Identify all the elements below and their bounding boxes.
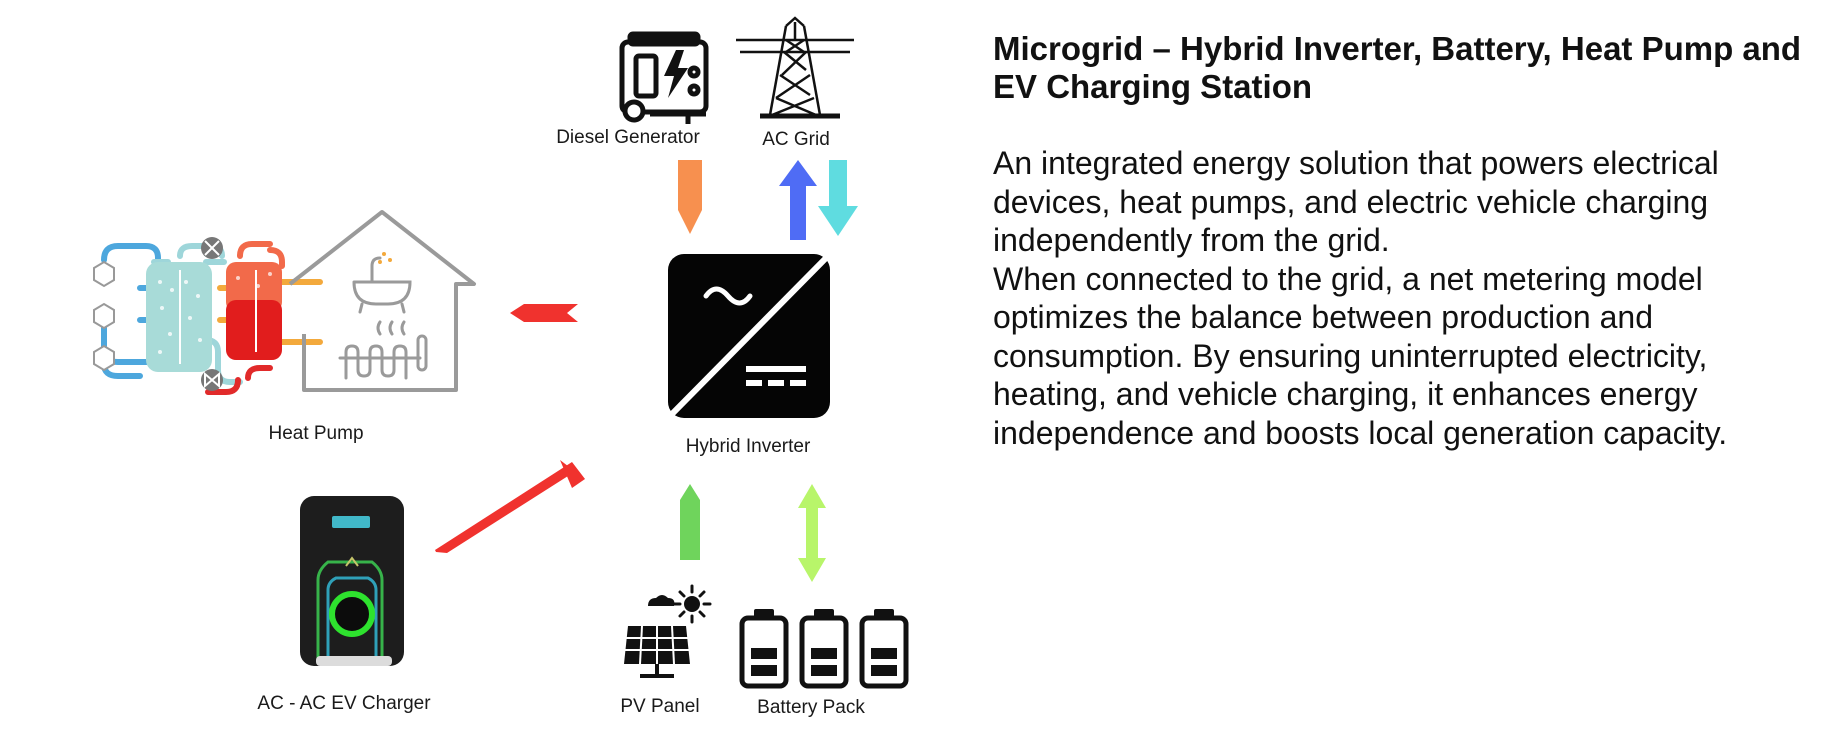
battery-pack-label: Battery Pack [757, 697, 865, 718]
battery-inverter-bidirectional-arrow [798, 484, 826, 582]
ev-charger-label: AC - AC EV Charger [257, 693, 431, 714]
hybrid-inverter-label: Hybrid Inverter [685, 436, 811, 457]
pv-to-inverter-arrow [680, 484, 700, 560]
hybrid-inverter-icon [668, 254, 830, 418]
diesel-generator-icon [619, 31, 709, 124]
inverter-to-ev-charger-arrow [435, 462, 585, 553]
pv-panel-icon [624, 584, 712, 678]
ev-charger-icon [300, 496, 404, 666]
diesel-generator-label: Diesel Generator [556, 127, 700, 148]
grid-to-inverter-arrow [818, 160, 858, 236]
pv-panel-label: PV Panel [620, 696, 700, 717]
page-title: Microgrid – Hybrid Inverter, Battery, He… [993, 30, 1802, 105]
description-paragraph-1: An integrated energy solution that power… [993, 145, 1719, 258]
ac-grid-label: AC Grid [762, 129, 830, 150]
description-paragraph-2: When connected to the grid, a net meteri… [993, 260, 1728, 451]
inverter-to-heat-pump-arrow [510, 304, 578, 322]
heat-pump-illustration [93, 210, 476, 395]
microgrid-diagram [93, 16, 909, 689]
transmission-tower-icon [736, 16, 854, 119]
battery-pack-icon [739, 609, 909, 689]
diesel-to-inverter-arrow [678, 160, 702, 234]
description-panel: Microgrid – Hybrid Inverter, Battery, He… [993, 30, 1823, 452]
inverter-to-grid-arrow [779, 160, 817, 240]
heat-pump-label: Heat Pump [268, 423, 364, 444]
